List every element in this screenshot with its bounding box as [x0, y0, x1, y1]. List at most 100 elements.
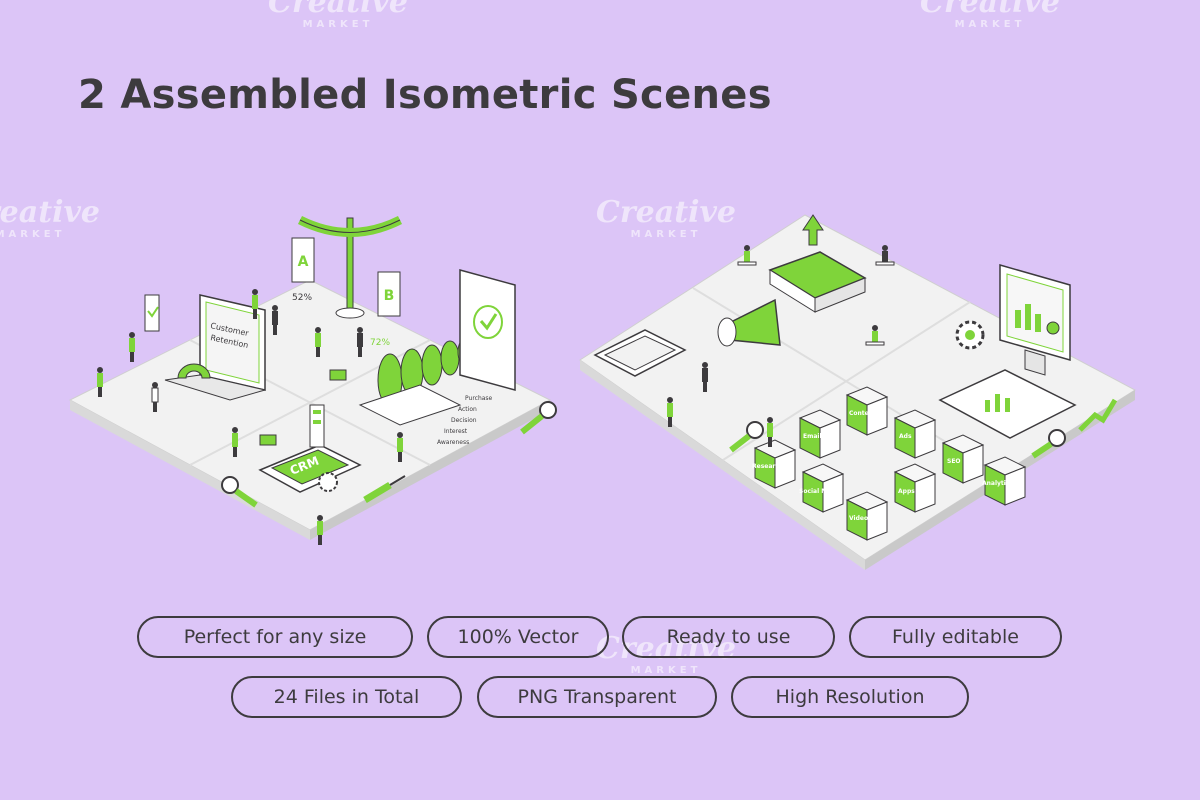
chart-bar	[1005, 398, 1010, 412]
feature-pill: PNG Transparent	[477, 676, 717, 718]
funnel-ring	[421, 344, 443, 386]
server-led	[313, 410, 321, 414]
monitor-stand	[1024, 349, 1046, 376]
person-figure	[397, 432, 403, 462]
scene-left-illustration: A B 52% 72% Customer Retention Purchase …	[68, 215, 557, 545]
scale-beam-outline	[299, 219, 401, 233]
puzzle-board-side	[814, 277, 866, 313]
marketing-box-social-media: Social Media	[799, 463, 845, 513]
magnifier-handle	[729, 433, 751, 453]
person-figure	[702, 362, 708, 392]
magnifier-handle	[234, 488, 258, 508]
server-rack	[309, 404, 325, 448]
magnifier-icon	[539, 401, 557, 419]
sales-funnel	[358, 337, 475, 426]
sign-a-label: A	[298, 254, 309, 270]
magnet-icon	[177, 363, 211, 379]
watermark-brand: Creative	[596, 195, 736, 230]
people-group	[97, 289, 403, 545]
funnel-stage: Interest	[444, 428, 468, 435]
funnel-stage-labels: Purchase Action Decision Interest Awaren…	[437, 395, 493, 446]
person-figure	[865, 325, 885, 346]
watermark-brand: Creative	[0, 195, 100, 230]
feature-pill: Ready to use	[622, 616, 835, 658]
screwdriver-tip	[389, 475, 406, 486]
box-label: Ads	[899, 433, 912, 440]
person-figure	[129, 332, 135, 362]
shopping-cart-icon	[329, 369, 347, 381]
sign-b-label: B	[384, 288, 395, 304]
page-title: 2 Assembled Isometric Scenes	[78, 72, 772, 118]
watermark-brand: Creative	[596, 631, 736, 666]
box-label: Social Media	[799, 488, 842, 495]
feature-pill: Fully editable	[849, 616, 1062, 658]
floor-tile-edge	[70, 400, 310, 540]
check-mark-icon	[147, 306, 159, 318]
box-label: Apps	[898, 488, 915, 495]
person-figure	[317, 515, 323, 545]
watermark-top-left: Creative MARKET	[268, 0, 408, 30]
watermark-left-edge: Creative MARKET	[0, 198, 100, 240]
laptop-screen-inner	[205, 301, 260, 384]
crm-screen	[270, 449, 350, 485]
pie-chart-icon	[1046, 321, 1060, 335]
magnifier-icon	[1048, 429, 1066, 447]
chart-bar	[1035, 314, 1041, 332]
person-figure	[767, 417, 773, 447]
person-figure	[272, 305, 278, 335]
watermark-top-right: Creative MARKET	[920, 0, 1060, 30]
smartphone-screen	[603, 335, 677, 371]
marketing-box-research: Research	[752, 439, 797, 489]
person-figure	[357, 327, 363, 357]
person-figure	[232, 427, 238, 457]
watermark-bottom-center: Creative MARKET	[596, 634, 736, 676]
box-label: SEO	[947, 458, 961, 465]
funnel-stage: Action	[458, 406, 477, 413]
chart-bar	[985, 400, 990, 412]
check-mark-icon	[479, 313, 498, 331]
people-group	[667, 245, 895, 447]
marketing-box-ads: Ads	[893, 409, 937, 459]
sign-a-board	[291, 237, 315, 283]
sign-board	[144, 294, 160, 332]
box-label: Research	[752, 463, 783, 470]
magnifier-icon	[746, 421, 764, 439]
magnifier-icon	[221, 476, 239, 494]
watermark-brand: Creative	[920, 0, 1060, 20]
feature-pill: High Resolution	[731, 676, 969, 718]
chart-bar	[995, 394, 1000, 412]
person-figure	[875, 245, 895, 266]
magnifier-handle	[1031, 441, 1053, 459]
scale-base	[335, 307, 365, 319]
watermark-sub: MARKET	[954, 19, 1026, 30]
watermark-sub: MARKET	[302, 19, 374, 30]
funnel-stage: Decision	[451, 417, 477, 424]
funnel-ring	[440, 340, 460, 376]
person-figure	[97, 367, 103, 397]
funnel-stage: Purchase	[465, 395, 493, 402]
check-circle-icon	[473, 305, 503, 339]
floor-tile-edge	[310, 400, 550, 540]
marketing-box-email: Email	[798, 409, 842, 459]
marketing-box-seo: SEO	[941, 434, 985, 484]
laptop-keyboard	[164, 374, 266, 401]
marketing-box-video: Video	[845, 491, 889, 541]
funnel-stage: Awareness	[437, 439, 469, 446]
up-arrow-icon	[802, 214, 824, 246]
marketing-boxes: Email Content Ads Social Media SEO	[752, 386, 1027, 541]
person-figure	[315, 327, 321, 357]
growth-arrow-icon	[1078, 398, 1118, 432]
funnel-platform	[358, 384, 462, 426]
watermark-brand: Creative	[268, 0, 408, 20]
watermark-center: Creative MARKET	[596, 198, 736, 240]
watermark-sub: MARKET	[630, 665, 702, 676]
box-label: Email	[803, 433, 822, 440]
screwdriver-icon	[363, 481, 392, 504]
person-figure	[252, 289, 258, 319]
gear-icon	[318, 472, 338, 492]
gear-center	[965, 330, 975, 340]
marketing-box-content: Content	[845, 386, 889, 436]
box-label: Analytics	[982, 480, 1013, 487]
magnifier-handle	[520, 413, 544, 435]
box-label: Content	[849, 410, 876, 417]
